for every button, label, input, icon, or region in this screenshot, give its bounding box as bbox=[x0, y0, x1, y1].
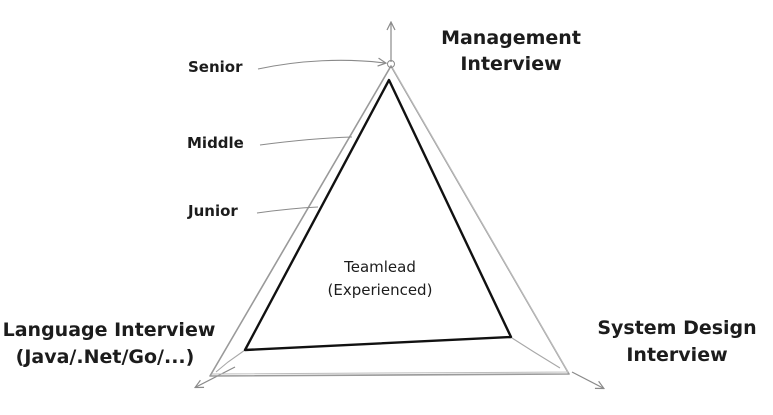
level-label-junior: Junior bbox=[187, 202, 238, 220]
apex-marker bbox=[387, 60, 395, 68]
level-label-senior: Senior bbox=[188, 58, 243, 76]
profile-triangle bbox=[243, 78, 513, 352]
axis-label-left-line1: Language Interview bbox=[3, 319, 216, 341]
axis-label-right-line2: Interview bbox=[626, 344, 727, 366]
junior-leader-line bbox=[256, 206, 319, 214]
corner-guides bbox=[215, 337, 561, 373]
axis-arrows bbox=[196, 23, 603, 388]
axis-label-right-line1: System Design bbox=[597, 317, 756, 339]
profile-label-line1: Teamlead bbox=[343, 258, 416, 276]
axis-label-top-line2: Interview bbox=[460, 53, 561, 75]
senior-level-triangle-sketch bbox=[211, 66, 569, 375]
axis-label-left: Language Interview (Java/.Net/Go/...) bbox=[3, 319, 216, 368]
axis-label-top-line1: Management bbox=[441, 27, 581, 49]
right-axis-arrow bbox=[571, 371, 603, 388]
profile-label: Teamlead (Experienced) bbox=[328, 258, 433, 299]
profile-label-line2: (Experienced) bbox=[328, 281, 433, 299]
level-label-middle: Middle bbox=[187, 134, 244, 152]
right-corner-guide bbox=[511, 337, 561, 369]
senior-leader-line bbox=[257, 60, 385, 70]
left-corner-guide bbox=[215, 349, 246, 373]
senior-level-triangle bbox=[209, 65, 570, 377]
axis-label-top: Management Interview bbox=[441, 27, 581, 75]
axis-label-right: System Design Interview bbox=[597, 317, 756, 366]
axis-label-left-line2: (Java/.Net/Go/...) bbox=[16, 346, 195, 368]
level-leader-lines bbox=[256, 60, 385, 214]
middle-leader-line bbox=[259, 136, 353, 146]
left-axis-arrow bbox=[196, 366, 236, 387]
